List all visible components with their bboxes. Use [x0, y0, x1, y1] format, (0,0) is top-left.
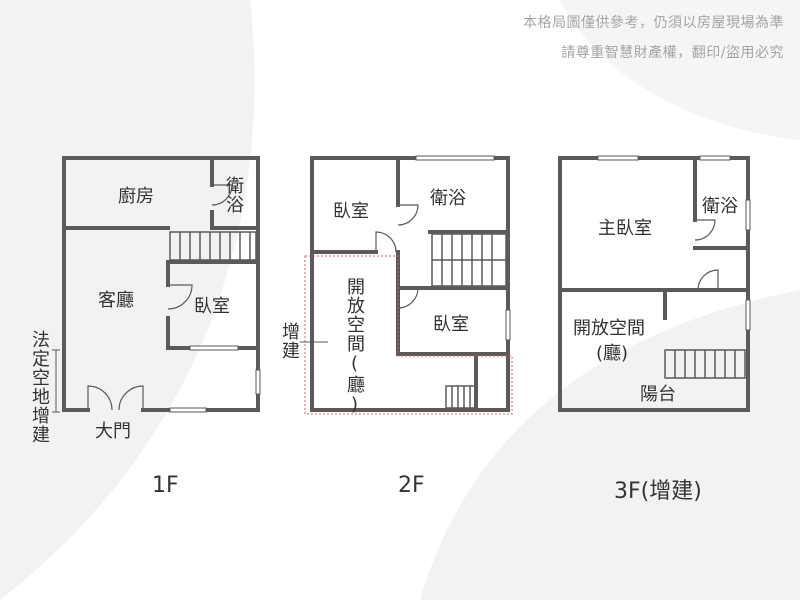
background-left-shape: [0, 0, 255, 600]
stairs: [169, 231, 746, 409]
floor-3-hall-label: (廳): [596, 343, 629, 364]
floor-2-bedroom-1-label: 臥室: [333, 201, 369, 222]
floor-2-addition-label: 增建: [279, 322, 300, 360]
floor-3-open-space-label: 開放空間: [573, 318, 645, 339]
floor-3-master-bedroom-label: 主臥室: [598, 218, 652, 239]
floor-2-label: 2F: [398, 473, 425, 498]
background-top-shape: [560, 0, 800, 140]
floor-2-open-space-hall-label: 開放空間(廳): [344, 277, 365, 416]
floor-1-walls: [62, 156, 260, 412]
floor-1-stairs: [169, 231, 257, 261]
disclaimer-line-2: 請尊重智慧財產權，翻印/盜用必究: [561, 45, 784, 61]
floor-2-bedroom-2-door: [397, 287, 419, 309]
main-door-left-leaf: [87, 385, 113, 411]
floor-1-bedroom-label: 臥室: [194, 296, 230, 317]
addition-bracket: [52, 349, 60, 413]
floor-2-walls: [310, 156, 510, 412]
doors: [87, 184, 719, 411]
floor-2-bathroom-label: 衛浴: [430, 188, 466, 209]
floor-3-bathroom-door: [694, 219, 716, 241]
floor-3-bedroom-door: [697, 269, 719, 291]
main-door-right-leaf: [118, 385, 144, 411]
floor-1-bathroom-door: [211, 184, 233, 206]
windows: [169, 155, 751, 413]
floor-1-bedroom-door: [167, 284, 193, 310]
floor-3-bathroom-label: 衛浴: [702, 196, 738, 217]
floor-1-label: 1F: [152, 473, 179, 498]
floor-3-balcony-label: 陽台: [640, 384, 676, 405]
floor-1-kitchen-label: 廚房: [118, 186, 154, 207]
floor-2-bedroom-1-door: [375, 231, 397, 253]
addition-outline: [304, 255, 513, 415]
floor-1-bathroom-label: 衛浴: [223, 176, 244, 214]
floor-3-stairs: [664, 349, 746, 379]
floor-3-label: 3F(增建): [614, 479, 702, 504]
disclaimer-line-1: 本格局圖僅供參考，仍須以房屋現場為準: [523, 15, 784, 31]
floor-2-bathroom-door: [397, 204, 419, 226]
floor-1-legal-open-space-label: 法定空地增建: [29, 330, 50, 444]
floor-1-living-room-label: 客廳: [98, 290, 134, 311]
floor-2-bedroom-2-label: 臥室: [433, 314, 469, 335]
floor-1-main-door-label: 大門: [95, 421, 131, 442]
floor-2-stairs: [431, 233, 507, 409]
